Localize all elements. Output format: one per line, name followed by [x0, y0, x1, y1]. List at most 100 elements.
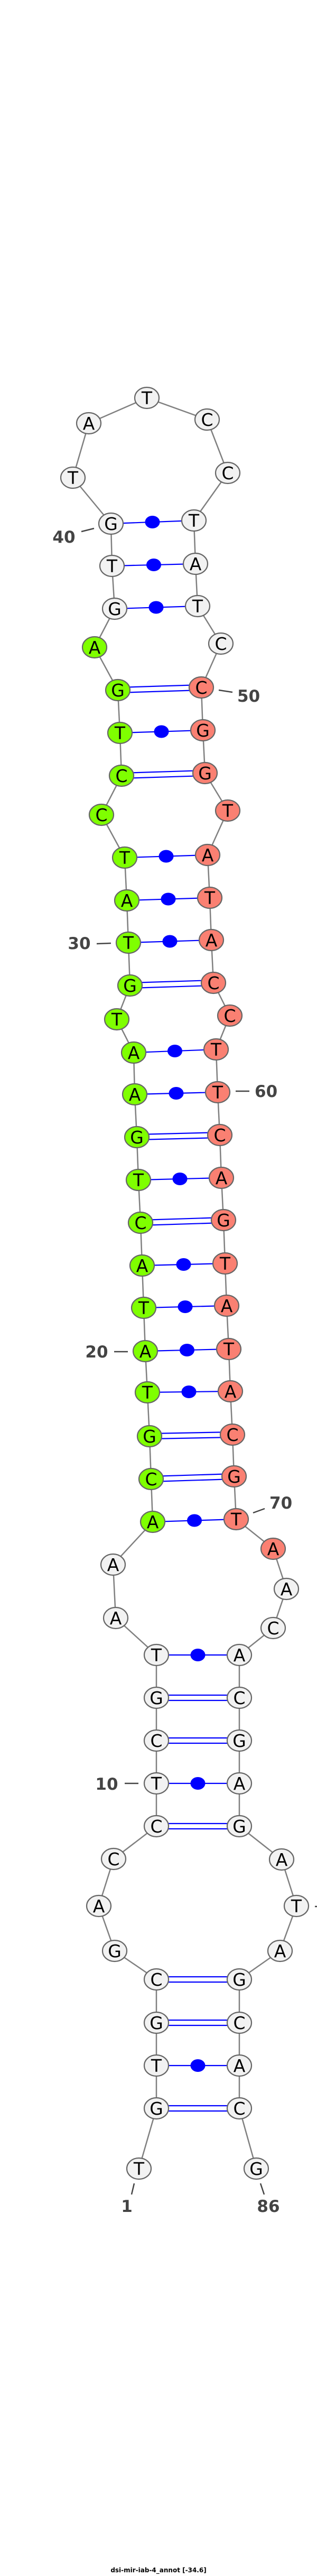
pair-bond-line: [140, 1216, 224, 1221]
nucleotide-letter: G: [232, 1731, 246, 1751]
number-tick: [259, 2183, 265, 2195]
nucleotide-circle: [203, 1038, 229, 1061]
pair-bond-dot: [162, 935, 178, 948]
pair-bond-dot: [181, 1385, 197, 1398]
nucleotide-letter: A: [121, 890, 133, 911]
nucleotide-17: C: [138, 1467, 164, 1491]
base-pair-10-77: [156, 1777, 239, 1790]
nucleotide-letter: G: [123, 975, 137, 996]
nucleotide-circle: [105, 678, 131, 702]
pair-bond-dot: [178, 1300, 193, 1313]
nucleotide-letter: T: [114, 723, 126, 743]
nucleotide-circle: [243, 2157, 269, 2180]
nucleotide-59: T: [203, 1038, 229, 1061]
pair-bond-dot: [190, 2059, 206, 2072]
nucleotide-52: G: [192, 761, 218, 785]
nucleotide-86: G: [243, 2157, 269, 2180]
base-pair-25-61: [136, 1131, 220, 1141]
nucleotide-letter: A: [274, 1941, 286, 1961]
nucleotide-circle: [194, 843, 221, 867]
nucleotide-letter: A: [136, 1256, 148, 1276]
nucleotide-33: C: [88, 803, 115, 826]
nucleotide-circle: [208, 632, 234, 655]
nucleotide-letter: T: [204, 888, 216, 908]
nucleotide-26: A: [122, 1083, 148, 1106]
pair-bond-dot: [176, 1258, 191, 1271]
number-tick: [130, 2183, 135, 2195]
nucleotide-circle: [197, 886, 223, 909]
nucleotide-85: C: [226, 2097, 253, 2120]
base-pair-19-67: [147, 1385, 231, 1398]
nucleotide-letter: A: [221, 1296, 233, 1316]
nucleotide-letter: A: [128, 1043, 140, 1063]
pair-bond-line: [136, 1137, 220, 1141]
nucleotide-23: C: [127, 1211, 154, 1234]
nucleotide-56: A: [198, 928, 225, 952]
nucleotide-circle: [226, 1772, 253, 1795]
nucleotide-circle: [101, 1939, 128, 1963]
pair-bond-dot: [146, 559, 161, 571]
nucleotide-50: C: [188, 676, 215, 699]
nucleotide-65: A: [213, 1294, 240, 1317]
base-pair-22-64: [142, 1258, 226, 1271]
nucleotide-letter: T: [111, 1009, 123, 1030]
nucleotide-circle: [115, 931, 142, 954]
nucleotide-circle: [126, 2157, 152, 2180]
nucleotide-circle: [100, 1847, 127, 1871]
nucleotide-40: G: [98, 512, 124, 535]
nucleotide-circle: [226, 2054, 253, 2077]
nucleotide-5: C: [143, 1968, 170, 1991]
nucleotide-circle: [101, 597, 128, 620]
nucleotide-63: G: [210, 1208, 237, 1232]
nucleotide-circle: [117, 974, 143, 997]
nucleotide-circle: [192, 761, 218, 785]
nucleotide-2: G: [143, 2097, 170, 2120]
nucleotide-circle: [226, 1815, 253, 1838]
nucleotide-72: A: [273, 1577, 300, 1601]
nucleotide-letter: C: [207, 973, 219, 993]
nucleotide-circle: [226, 2011, 253, 2034]
nucleotides: TGTGCGACCTCGTAAACGTATACTGAATGTATCCTGAGTG…: [60, 386, 310, 2180]
nucleotide-letter: T: [151, 1773, 162, 1794]
nucleotide-letter: A: [129, 1084, 141, 1105]
pair-bond-dot: [154, 725, 169, 738]
pair-bond-line: [140, 1222, 224, 1226]
base-pair-18-68: [149, 1431, 233, 1440]
nucleotide-circle: [194, 408, 220, 431]
nucleotide-48: T: [184, 594, 211, 618]
nucleotide-60: T: [204, 1081, 231, 1104]
nucleotide-6: G: [101, 1939, 128, 1963]
number-tick: [96, 942, 111, 945]
nucleotide-letter: T: [142, 1382, 153, 1403]
nucleotide-letter: A: [234, 1645, 246, 1666]
nucleotide-41: T: [60, 466, 86, 489]
nucleotide-circle: [190, 719, 216, 742]
nucleotide-36: G: [105, 678, 131, 702]
pair-bond-dot: [167, 1045, 182, 1057]
nucleotide-letter: T: [141, 388, 153, 408]
nucleotide-12: G: [143, 1686, 170, 1709]
base-pair-16-70: [152, 1514, 237, 1527]
nucleotide-circle: [143, 1686, 170, 1709]
nucleotide-letter: C: [233, 2098, 245, 2119]
nucleotide-letter: A: [107, 1555, 119, 1575]
base-pair-21-65: [143, 1300, 227, 1313]
nucleotide-circle: [217, 1004, 243, 1027]
nucleotide-circle: [267, 1939, 293, 1963]
base-pair-23-63: [140, 1216, 224, 1226]
nucleotide-58: C: [217, 1004, 243, 1027]
nucleotide-letter: C: [95, 805, 107, 825]
nucleotide-letter: T: [151, 1645, 162, 1666]
base-pair-34-52: [121, 769, 206, 779]
nucleotide-letter: G: [232, 1816, 246, 1837]
nucleotide-circle: [134, 1381, 161, 1404]
pair-bond-dot: [190, 1777, 206, 1790]
nucleotide-letter: G: [104, 514, 118, 534]
number-ticks: 1102030405060708086: [52, 527, 317, 2216]
nucleotide-24: T: [125, 1168, 152, 1192]
nucleotide-circle: [200, 971, 227, 994]
nucleotide-42: A: [76, 412, 102, 435]
nucleotide-circle: [215, 799, 241, 822]
nucleotide-circle: [226, 1686, 253, 1709]
